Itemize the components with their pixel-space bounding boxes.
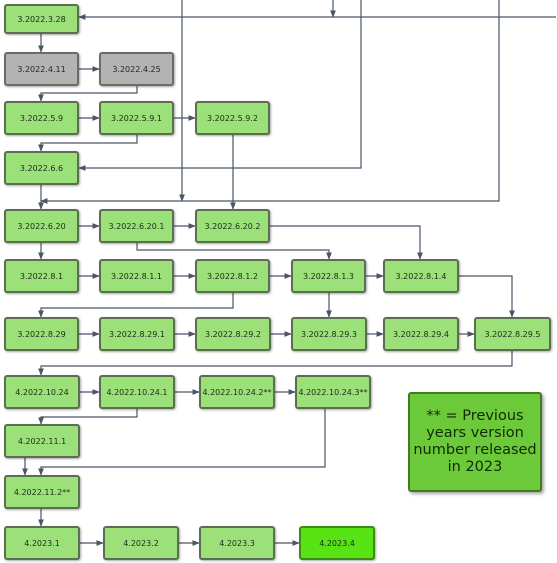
version-node-3-2022-4-25[interactable]: 3.2022.4.25 (99, 52, 174, 86)
version-label: 4.2023.3 (219, 538, 255, 548)
version-label: 4.2022.11.1 (17, 436, 67, 446)
version-node-3-2022-8-1[interactable]: 3.2022.8.1 (4, 259, 79, 293)
version-node-3-2022-8-29-4[interactable]: 3.2022.8.29.4 (383, 317, 459, 351)
version-label: 3.2022.6.20.1 (108, 221, 165, 231)
version-node-4-2022-10-24-2[interactable]: 4.2022.10.24.2** (199, 375, 275, 409)
version-label: 3.2022.4.25 (112, 64, 161, 74)
version-label: 3.2022.8.1.2 (207, 271, 258, 281)
version-node-4-2023-2[interactable]: 4.2023.2 (103, 526, 179, 560)
version-label: 3.2022.6.20 (17, 221, 66, 231)
version-label: 3.2022.8.1.3 (303, 271, 354, 281)
connector-4-2022-10-24-1-to-4-2022-11-1 (38, 409, 138, 425)
version-label: 4.2023.1 (24, 538, 60, 548)
version-label: 3.2022.8.29 (17, 329, 66, 339)
version-node-3-2022-4-11[interactable]: 3.2022.4.11 (4, 52, 79, 86)
version-label: 3.2022.8.29.3 (301, 329, 357, 339)
version-label: 3.2022.8.29.2 (205, 329, 261, 339)
version-node-4-2022-10-24[interactable]: 4.2022.10.24 (4, 375, 80, 409)
version-label: 4.2022.10.24.3** (298, 387, 368, 397)
version-node-3-2022-8-1-3[interactable]: 3.2022.8.1.3 (291, 259, 366, 293)
connector-3-2022-6-20-1-to-3-2022-8-1-3 (136, 243, 332, 260)
offstage-connector-5 (40, 0, 500, 204)
version-node-3-2022-8-1-4[interactable]: 3.2022.8.1.4 (383, 259, 459, 293)
version-node-4-2023-1[interactable]: 4.2023.1 (4, 526, 80, 560)
version-node-4-2022-11-2[interactable]: 4.2022.11.2** (4, 475, 80, 509)
connector-3-2022-8-29-5-to-4-2022-10-24 (38, 351, 513, 376)
connector-4-2022-10-24-3-to-4-2022-11-2 (38, 409, 326, 476)
version-node-3-2022-8-1-2[interactable]: 3.2022.8.1.2 (195, 259, 270, 293)
version-label: 4.2022.10.24.2** (202, 387, 272, 397)
version-label: 4.2023.4 (319, 538, 355, 548)
version-label: 4.2022.10.24 (15, 387, 69, 397)
version-node-3-2022-6-6[interactable]: 3.2022.6.6 (4, 151, 79, 185)
version-node-3-2022-5-9-1[interactable]: 3.2022.5.9.1 (99, 101, 174, 135)
version-node-3-2022-8-29-3[interactable]: 3.2022.8.29.3 (291, 317, 367, 351)
version-node-3-2022-8-29-1[interactable]: 3.2022.8.29.1 (99, 317, 175, 351)
version-node-3-2022-5-9[interactable]: 3.2022.5.9 (4, 101, 79, 135)
version-label: 4.2022.10.24.1 (106, 387, 168, 397)
version-node-4-2023-3[interactable]: 4.2023.3 (199, 526, 275, 560)
version-node-3-2022-6-20-2[interactable]: 3.2022.6.20.2 (195, 209, 270, 243)
version-node-3-2022-6-20-1[interactable]: 3.2022.6.20.1 (99, 209, 174, 243)
legend-note-text: ** = Previous years version number relea… (413, 408, 537, 475)
version-label: 3.2022.5.9.2 (207, 113, 258, 123)
connector-3-2022-8-1-2-to-3-2022-8-29 (38, 293, 234, 318)
version-label: 3.2022.8.1 (19, 271, 64, 281)
version-label: 3.2022.6.6 (19, 163, 64, 173)
version-node-4-2022-10-24-3[interactable]: 4.2022.10.24.3** (295, 375, 371, 409)
version-node-3-2022-3-28[interactable]: 3.2022.3.28 (4, 4, 79, 34)
connector-3-2022-4-25-to-3-2022-5-9 (38, 86, 138, 102)
version-label: 3.2022.8.1.4 (395, 271, 447, 281)
version-node-3-2022-8-29-2[interactable]: 3.2022.8.29.2 (195, 317, 271, 351)
version-label: 3.2022.6.20.2 (204, 221, 261, 231)
version-node-3-2022-8-29[interactable]: 3.2022.8.29 (4, 317, 79, 351)
connector-3-2022-8-1-4-to-3-2022-8-29-5 (459, 275, 515, 318)
connector-3-2022-6-20-2-to-3-2022-8-1-4 (270, 225, 423, 260)
version-label: 3.2022.5.9 (19, 113, 64, 123)
version-label: 3.2022.5.9.1 (111, 113, 162, 123)
version-node-4-2022-10-24-1[interactable]: 4.2022.10.24.1 (99, 375, 175, 409)
version-label: 3.2022.8.29.5 (484, 329, 541, 339)
version-node-3-2022-8-1-1[interactable]: 3.2022.8.1.1 (99, 259, 174, 293)
version-label: 3.2022.3.28 (17, 14, 66, 24)
offstage-connector-3 (78, 0, 362, 171)
version-label: 3.2022.4.11 (17, 64, 66, 74)
connector-3-2022-5-9-1-to-3-2022-6-6 (38, 135, 138, 152)
version-label: 4.2022.11.2** (13, 487, 71, 497)
version-node-3-2022-8-29-5[interactable]: 3.2022.8.29.5 (474, 317, 551, 351)
version-label: 4.2023.2 (123, 538, 159, 548)
version-node-4-2023-4[interactable]: 4.2023.4 (299, 526, 375, 560)
version-label: 3.2022.8.1.1 (111, 271, 162, 281)
version-node-4-2022-11-1[interactable]: 4.2022.11.1 (4, 424, 80, 458)
version-label: 3.2022.8.29.4 (393, 329, 449, 339)
legend-note: ** = Previous years version number relea… (408, 392, 542, 492)
version-node-3-2022-6-20[interactable]: 3.2022.6.20 (4, 209, 79, 243)
version-label: 3.2022.8.29.1 (109, 329, 165, 339)
version-node-3-2022-5-9-2[interactable]: 3.2022.5.9.2 (195, 101, 270, 135)
